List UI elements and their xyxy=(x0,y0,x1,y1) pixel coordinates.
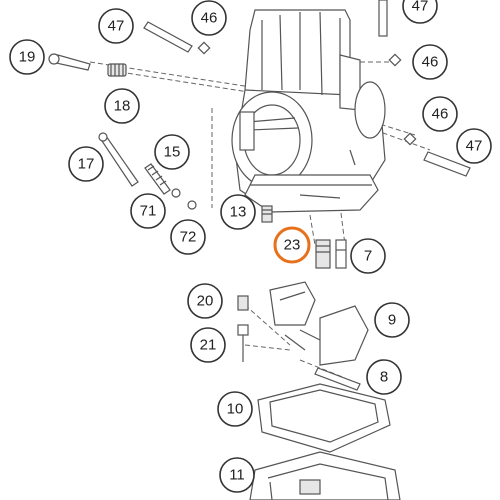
main-jet-23 xyxy=(315,239,331,269)
callout-47[interactable]: 47 xyxy=(402,0,438,24)
washer-71 xyxy=(171,188,181,198)
oring-72 xyxy=(187,200,197,210)
callout-72[interactable]: 72 xyxy=(170,219,206,255)
callout-9[interactable]: 9 xyxy=(374,302,410,338)
callout-20-label: 20 xyxy=(197,293,214,310)
float-bowl-11 xyxy=(249,451,401,500)
small-seal-46-top xyxy=(197,41,211,55)
callout-47-label: 47 xyxy=(412,0,429,15)
callout-11-label: 11 xyxy=(229,467,245,484)
callout-15-label: 15 xyxy=(164,144,181,161)
callout-8-label: 8 xyxy=(380,369,388,386)
callout-19-label: 19 xyxy=(19,49,36,66)
small-seal-46-lower xyxy=(403,132,417,146)
callout-71-label: 71 xyxy=(140,203,157,220)
callout-23-label: 23 xyxy=(284,237,301,254)
callout-13[interactable]: 13 xyxy=(220,194,256,230)
callouts: 47 46 47 19 46 18 46 47 xyxy=(9,0,492,493)
callout-21-label: 21 xyxy=(200,337,217,354)
clip-21 xyxy=(237,324,249,362)
callout-18[interactable]: 18 xyxy=(104,88,140,124)
callout-72-label: 72 xyxy=(180,229,197,246)
callout-23-highlighted[interactable]: 23 xyxy=(273,226,311,264)
callout-47[interactable]: 47 xyxy=(98,8,134,44)
callout-7-label: 7 xyxy=(364,248,372,265)
gasket-10 xyxy=(257,383,391,453)
float-9 xyxy=(269,281,369,366)
idle-screw-19 xyxy=(48,53,91,71)
callout-17[interactable]: 17 xyxy=(68,146,104,182)
callout-13-label: 13 xyxy=(230,204,247,221)
callout-46[interactable]: 46 xyxy=(422,96,458,132)
callout-7[interactable]: 7 xyxy=(350,238,386,274)
callout-47-label: 47 xyxy=(108,18,125,35)
jet-13 xyxy=(261,205,273,223)
small-seal-46-right xyxy=(388,53,402,67)
callout-8[interactable]: 8 xyxy=(366,359,402,395)
leader-lines xyxy=(89,61,431,379)
callout-10[interactable]: 10 xyxy=(217,391,253,427)
spring-15 xyxy=(144,163,171,195)
callout-18-label: 18 xyxy=(114,98,131,115)
callout-46-label: 46 xyxy=(432,106,449,123)
callout-19[interactable]: 19 xyxy=(9,39,45,75)
screw-20 xyxy=(237,295,249,311)
screw-17 xyxy=(98,132,139,187)
callout-46[interactable]: 46 xyxy=(412,44,448,80)
needle-pin-top-right xyxy=(378,0,388,37)
callout-15[interactable]: 15 xyxy=(154,134,190,170)
callout-10-label: 10 xyxy=(227,401,244,418)
callout-21[interactable]: 21 xyxy=(190,327,226,363)
needle-pin-top-left xyxy=(143,21,193,53)
carburetor-body xyxy=(231,9,386,213)
spring-18 xyxy=(107,63,127,77)
callout-20[interactable]: 20 xyxy=(187,283,223,319)
callout-17-label: 17 xyxy=(78,156,95,173)
callout-47-label: 47 xyxy=(466,138,483,155)
callout-71[interactable]: 71 xyxy=(130,193,166,229)
plug-47-right xyxy=(423,151,471,177)
callout-11[interactable]: 11 xyxy=(219,457,255,493)
needle-jet-7 xyxy=(335,239,347,269)
pin-8 xyxy=(314,367,361,391)
callout-47[interactable]: 47 xyxy=(456,128,492,164)
callout-46[interactable]: 46 xyxy=(191,0,227,36)
callout-46-label: 46 xyxy=(201,10,218,27)
callout-46-label: 46 xyxy=(422,54,439,71)
callout-9-label: 9 xyxy=(388,312,396,329)
